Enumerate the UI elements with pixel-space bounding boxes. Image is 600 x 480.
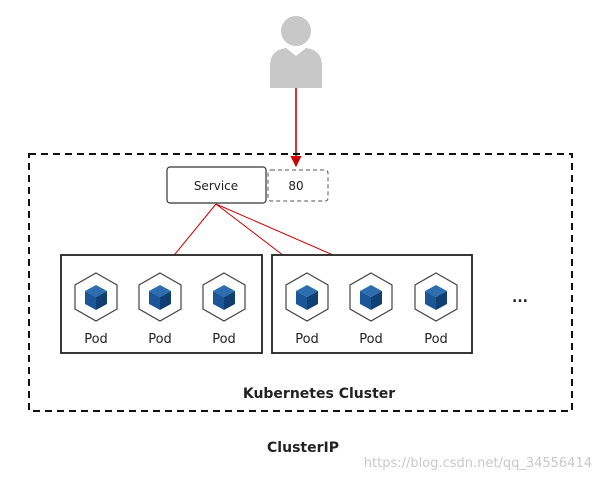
user-icon [270,16,322,88]
service-port: 80 [267,169,329,202]
service-port-label: 80 [288,179,303,193]
pod-label: Pod [212,332,236,347]
pod-label: Pod [424,332,448,347]
kubernetes-cluster-boundary [28,153,573,412]
watermark: https://blog.csdn.net/qq_34556414 [364,456,592,471]
pod-left-1[interactable]: Pod [74,272,118,347]
pod-right-2[interactable]: Pod [349,272,393,347]
cluster-label: Kubernetes Cluster [243,386,395,402]
pod-group-right: Pod Pod Pod [271,254,473,354]
pod-label: Pod [148,332,172,347]
pod-label: Pod [295,332,319,347]
pod-left-3[interactable]: Pod [202,272,246,347]
pod-label: Pod [84,332,108,347]
service-label: Service [194,179,238,193]
pod-right-1[interactable]: Pod [285,272,329,347]
service-node[interactable]: Service [166,166,267,204]
pod-label: Pod [359,332,383,347]
diagram-caption: ClusterIP [267,440,339,456]
more-pods-ellipsis: ... [512,290,528,306]
pod-left-2[interactable]: Pod [138,272,182,347]
pod-right-3[interactable]: Pod [414,272,458,347]
pod-group-left: Pod Pod Pod [60,254,263,354]
